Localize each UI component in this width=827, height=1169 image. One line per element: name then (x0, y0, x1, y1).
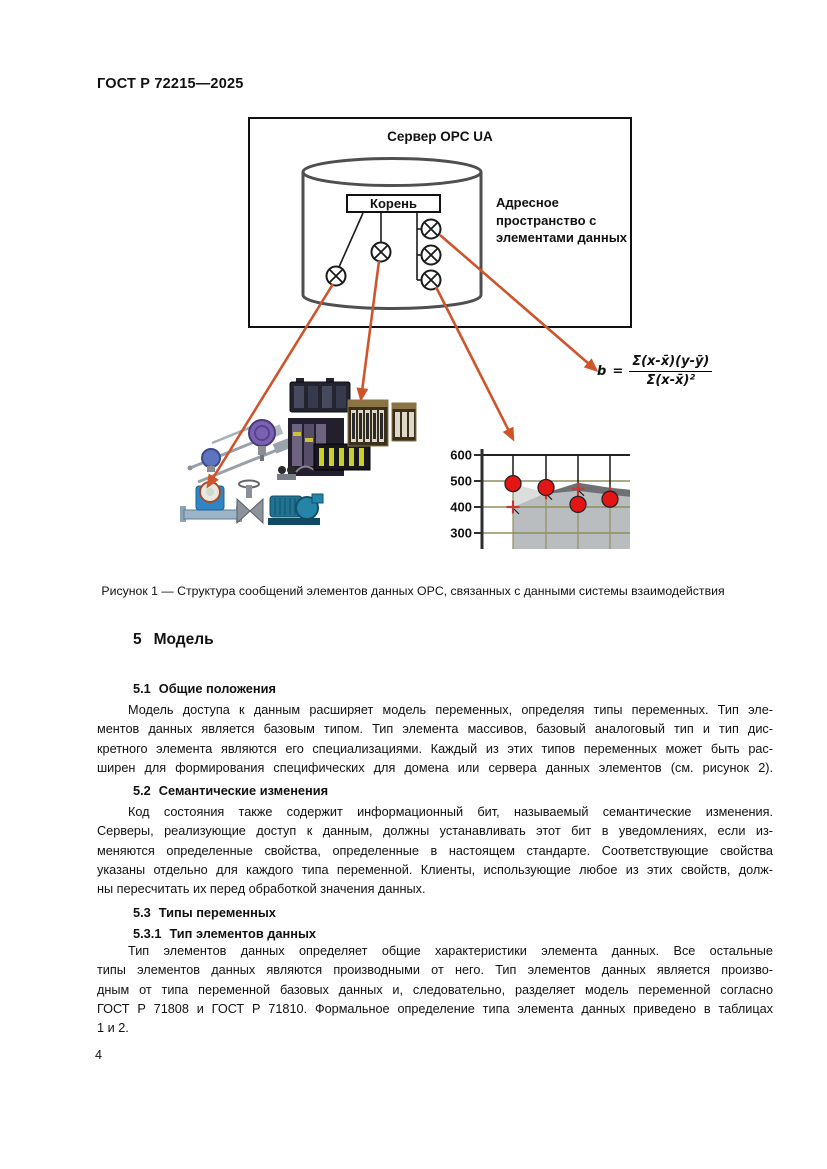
paragraph-line: кретного элемента являются его специализ… (97, 741, 773, 756)
section-heading-5-1: 5.1 Общие положения (133, 681, 276, 696)
svg-text:400: 400 (450, 500, 472, 515)
pump-image (268, 493, 324, 525)
paragraph-5-3-1: Тип элементов данных определяет общие ха… (97, 942, 773, 1038)
paragraph-line: Тип элементов данных определяет общие ха… (128, 944, 773, 958)
section-title: Модель (153, 631, 214, 648)
section-number: 5 (133, 631, 142, 648)
paragraph-line: меняются определенные свойства, определе… (97, 843, 773, 858)
formula-lhs: b (597, 364, 607, 380)
paragraph-line: Модель доступа к данным расширяет модель… (128, 703, 773, 717)
section-heading-5: 5 Модель (133, 631, 214, 649)
plc-rack-yellow-image (313, 443, 371, 471)
section-title: Общие положения (158, 681, 276, 696)
paragraph-line: дным от типа переменной базовых данных и… (97, 982, 773, 997)
svg-text:500: 500 (450, 474, 472, 489)
figure-caption: Рисунок 1 — Структура сообщений элементо… (101, 584, 725, 598)
paragraph-line: Код состояния также содержит информацион… (128, 805, 773, 819)
valve-image (236, 479, 264, 525)
section-title: Тип элементов данных (169, 926, 317, 941)
paragraph-line: 1 и 2. (97, 1021, 129, 1036)
regression-formula: b = Σ(x-x̄)(y-ȳ) Σ(x-x̄)² (597, 354, 713, 390)
section-number: 5.2 (133, 783, 151, 798)
formula-denominator: Σ(x-x̄)² (646, 373, 696, 389)
section-title: Семантические изменения (158, 783, 329, 798)
plc-rack-right2-image (391, 402, 417, 442)
paragraph-line: типы элементов данных являются производн… (97, 963, 773, 978)
svg-text:600: 600 (450, 448, 472, 463)
flow-meter-image (180, 481, 242, 522)
paragraph-line: ГОСТ Р 71808 и ГОСТ Р 71810. Формальное … (97, 1001, 773, 1016)
section-title: Типы переменных (158, 905, 276, 920)
svg-text:300: 300 (450, 526, 472, 541)
formula-equals: = (612, 364, 624, 380)
server-label: Сервер OPC UA (387, 129, 493, 144)
pressure-transmitter-image (248, 419, 276, 461)
section-number: 5.3.1 (133, 926, 162, 941)
paragraph-line: Серверы, реализующие доступ к данным, до… (97, 824, 773, 839)
equipment-collage-image (180, 378, 417, 525)
paragraph-line: ны пересчитать их перед обработкой значе… (97, 882, 426, 897)
paragraph-line: указаны отдельно для каждого типа переме… (97, 862, 773, 877)
plc-rack-right-image (347, 399, 389, 447)
section-heading-5-3-1: 5.3.1 Тип элементов данных (133, 926, 316, 941)
formula-numerator: Σ(x-x̄)(y-ȳ) (629, 354, 713, 373)
paragraph-line: ширен для формирования специфических для… (97, 760, 773, 775)
plc-module-black-image (289, 378, 351, 413)
regulator-image (277, 466, 296, 480)
small-transmitter-image (201, 448, 221, 472)
root-node-box: Корень (346, 194, 441, 213)
paragraph-5-2: Код состояния также содержит информацион… (97, 803, 773, 899)
section-heading-5-2: 5.2 Семантические изменения (133, 783, 328, 798)
root-node-label: Корень (370, 196, 417, 211)
section-number: 5.3 (133, 905, 151, 920)
document-code: ГОСТ Р 72215—2025 (97, 76, 244, 92)
page-number: 4 (95, 1048, 102, 1062)
section-heading-5-3: 5.3 Типы переменных (133, 905, 276, 920)
address-space-label: Адресное пространство с элементами данны… (496, 195, 628, 245)
paragraph-line: ментов данных является базовым типом. Ти… (97, 722, 773, 737)
paragraph-5-1: Модель доступа к данным расширяет модель… (97, 701, 773, 778)
trend-chart: 600 500 400 300 (450, 448, 630, 549)
formula-fraction: Σ(x-x̄)(y-ȳ) Σ(x-x̄)² (629, 354, 713, 390)
section-number: 5.1 (133, 681, 151, 696)
